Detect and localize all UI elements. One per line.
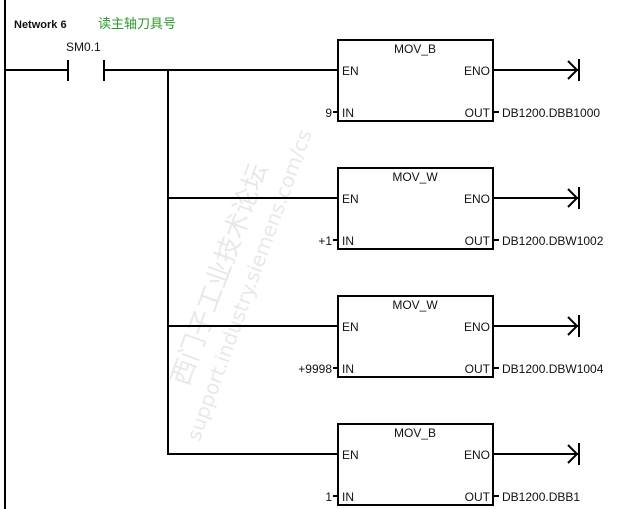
- eno-pin: ENO: [464, 64, 490, 78]
- function-box: [337, 167, 494, 250]
- out-value: DB1200.DBW1002: [502, 234, 604, 248]
- function-box: [337, 423, 494, 506]
- function-box: [337, 295, 494, 378]
- arrow-icon: [567, 60, 579, 80]
- function-box: [337, 39, 494, 122]
- in-pin: IN: [342, 234, 354, 248]
- arrow-icon: [567, 444, 579, 464]
- eno-pin: ENO: [464, 320, 490, 334]
- block-mov-b[interactable]: MOV_B EN ENO IN OUT 1 DB1200.DBB1: [168, 423, 580, 506]
- in-pin: IN: [342, 490, 354, 504]
- block-name: MOV_W: [392, 170, 438, 184]
- block-name: MOV_W: [392, 298, 438, 312]
- block-mov-w[interactable]: MOV_W EN ENO IN OUT +9998 DB1200.DBW1004: [168, 295, 604, 378]
- network-comment: 读主轴刀具号: [98, 17, 176, 32]
- eno-pin: ENO: [464, 448, 490, 462]
- contact-sm0-1[interactable]: SM0.1: [5, 40, 338, 81]
- out-value: DB1200.DBW1004: [502, 362, 604, 376]
- watermark: 西门子工业技术论坛 support.industry.siemens.com/c…: [166, 126, 317, 443]
- block-mov-b[interactable]: MOV_B EN ENO IN OUT 9 DB1200.DBB1000: [325, 39, 600, 122]
- in-pin: IN: [342, 362, 354, 376]
- block-mov-w[interactable]: MOV_W EN ENO IN OUT +1 DB1200.DBW1002: [168, 167, 604, 250]
- arrow-icon: [567, 316, 579, 336]
- block-name: MOV_B: [394, 42, 436, 56]
- contact-label: SM0.1: [66, 40, 101, 54]
- in-value: +9998: [298, 362, 332, 376]
- en-pin: EN: [342, 192, 359, 206]
- arrow-icon: [567, 188, 579, 208]
- in-value: 9: [325, 106, 332, 120]
- network-label: Network 6: [14, 19, 67, 31]
- en-pin: EN: [342, 320, 359, 334]
- block-name: MOV_B: [394, 426, 436, 440]
- out-pin: OUT: [465, 106, 491, 120]
- out-pin: OUT: [465, 362, 491, 376]
- out-pin: OUT: [465, 490, 491, 504]
- out-value: DB1200.DBB1000: [502, 106, 600, 120]
- in-pin: IN: [342, 106, 354, 120]
- out-pin: OUT: [465, 234, 491, 248]
- out-value: DB1200.DBB1: [502, 490, 580, 504]
- eno-pin: ENO: [464, 192, 490, 206]
- en-pin: EN: [342, 64, 359, 78]
- in-value: +1: [318, 234, 332, 248]
- en-pin: EN: [342, 448, 359, 462]
- in-value: 1: [325, 490, 332, 504]
